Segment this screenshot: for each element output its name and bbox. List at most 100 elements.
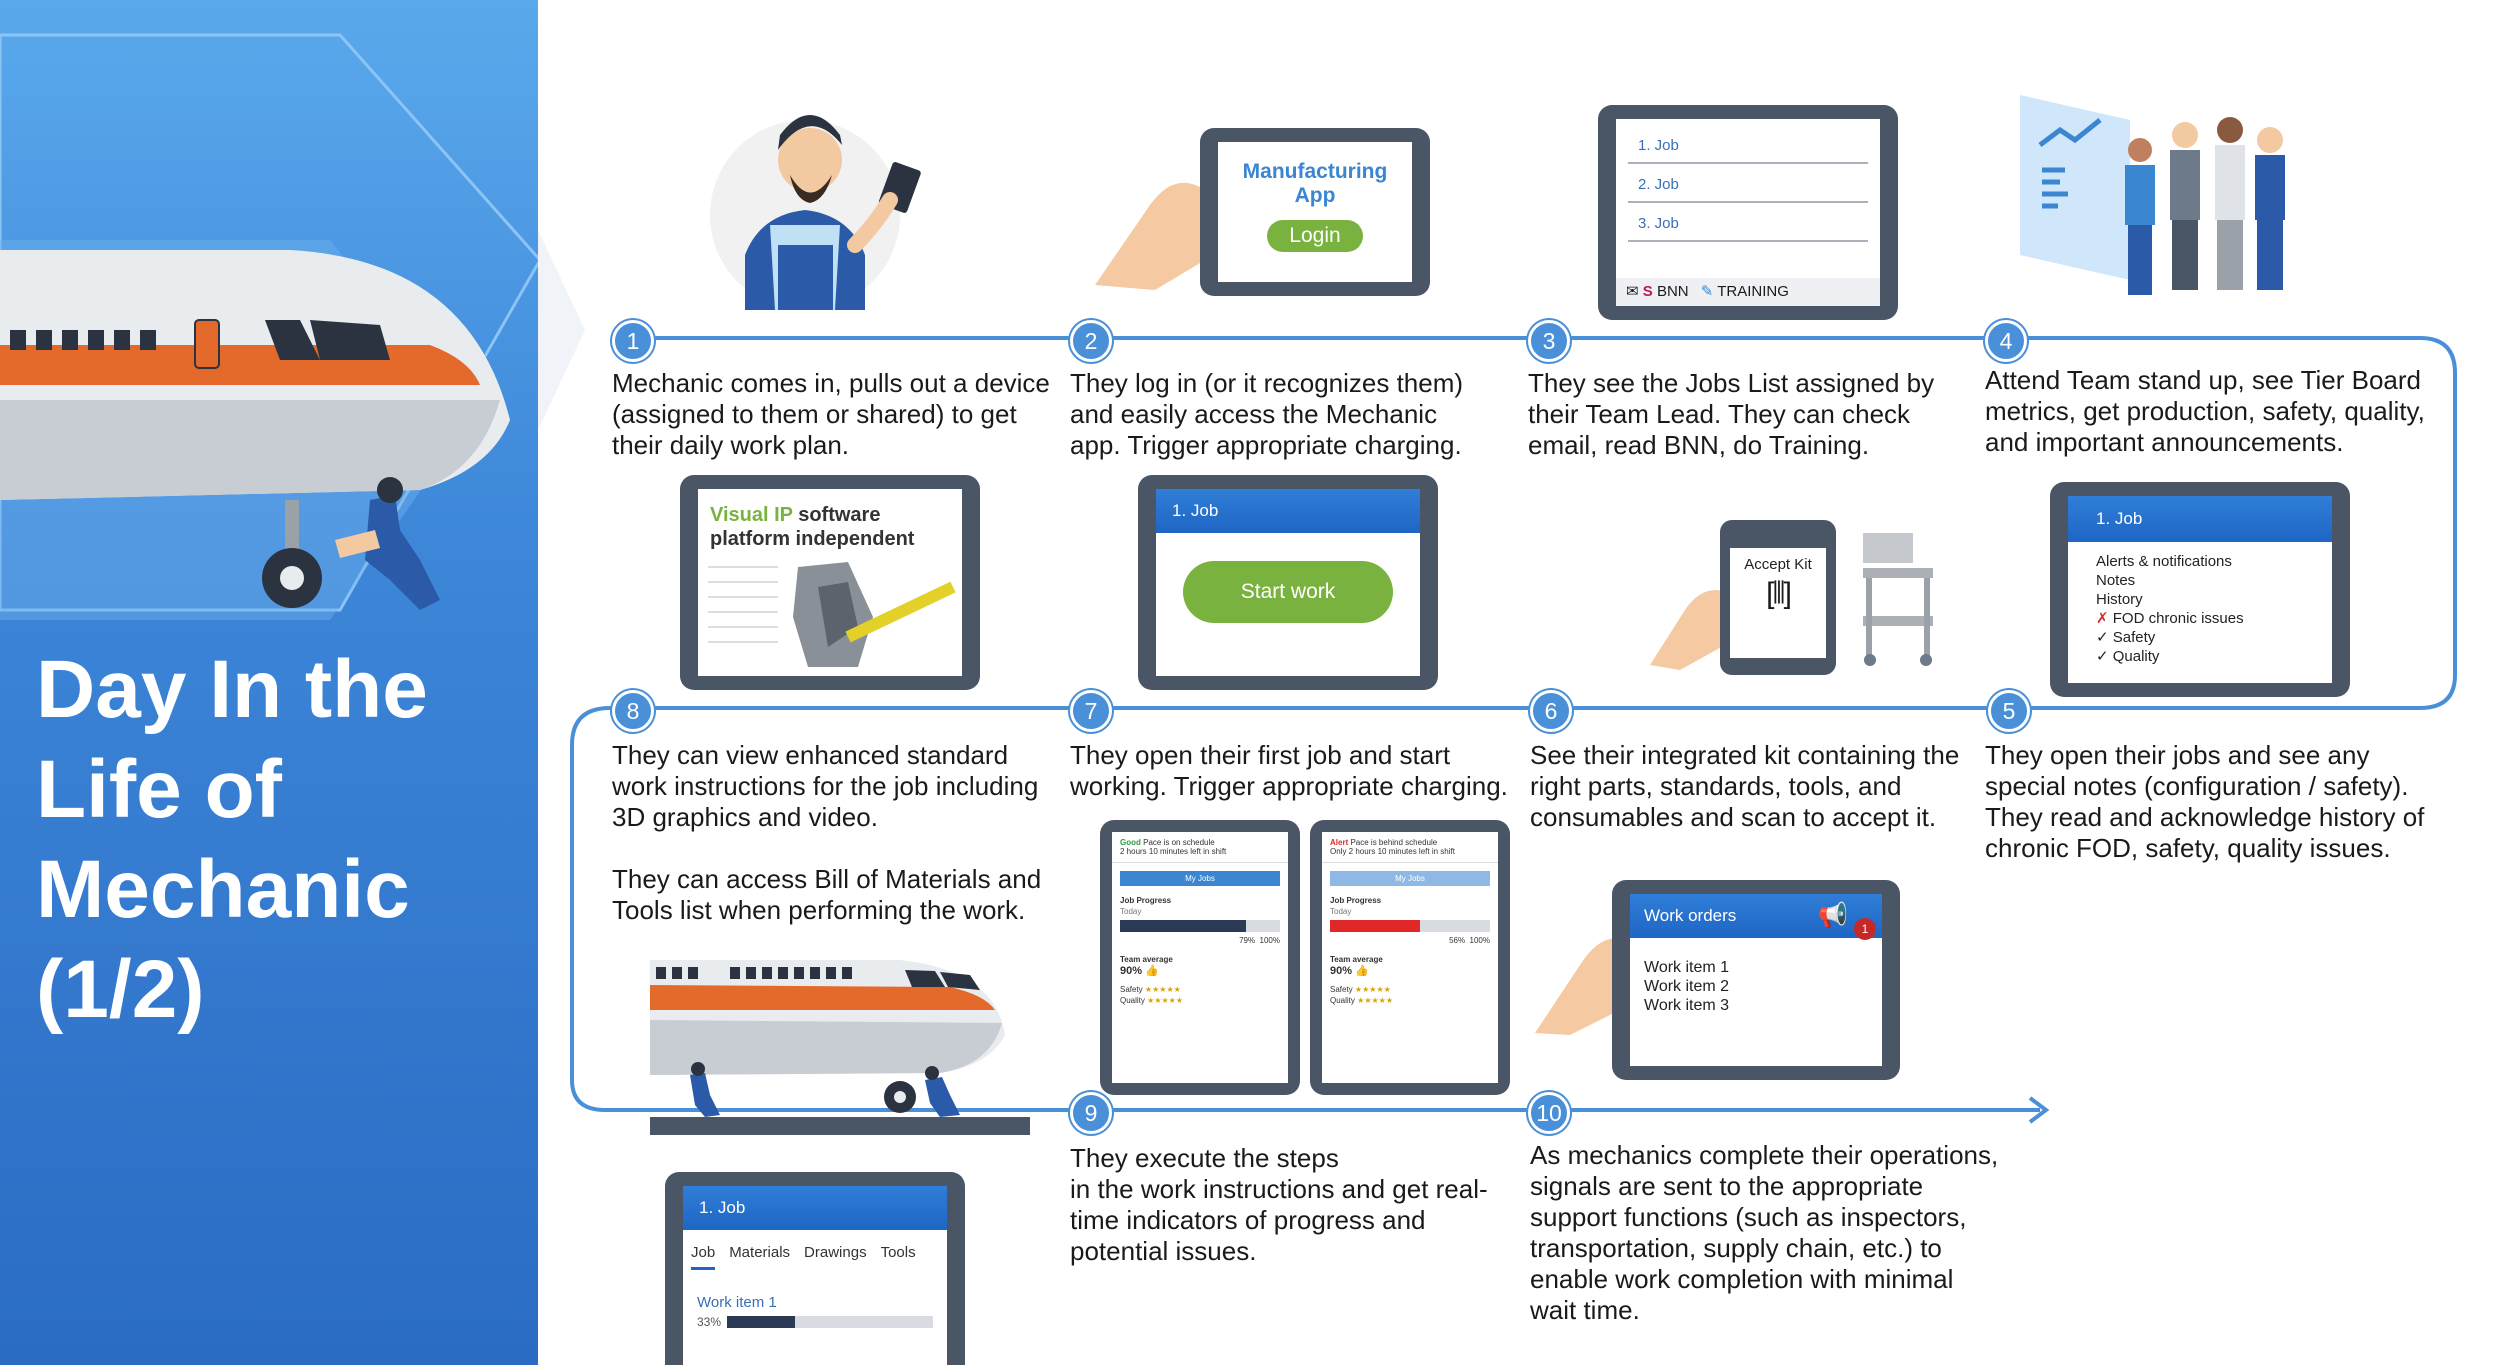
step-3-line: their Team Lead. They can check bbox=[1528, 399, 1911, 429]
job-tabs-screen: 1. Job Job Materials Drawings Tools Work… bbox=[683, 1186, 947, 1365]
visual-ip-software: software bbox=[792, 504, 881, 526]
work-item-percent: 33% bbox=[697, 1315, 722, 1329]
checkmark-icon: ✓ bbox=[2096, 648, 2109, 665]
step-2-line: and easily access the Mechanic bbox=[1070, 399, 1438, 429]
step-4-line: and important announcements. bbox=[1985, 427, 2344, 457]
step-4-number: 4 bbox=[1985, 320, 2027, 362]
quality-item[interactable]: Quality bbox=[2112, 648, 2160, 665]
work-item-title[interactable]: Work item 1 bbox=[697, 1294, 777, 1311]
job-progress-fill bbox=[1330, 920, 1420, 932]
step-8-line: Tools list when performing the work. bbox=[612, 895, 1026, 925]
safety-rating-label: Safety bbox=[1330, 985, 1353, 994]
bnn-logo-icon: S bbox=[1642, 283, 1653, 300]
training-link[interactable]: TRAINING bbox=[1717, 283, 1789, 300]
step-6-text: See their integrated kit containing the … bbox=[1530, 740, 1980, 833]
job-notes-list: Alerts & notifications Notes History ✗ F… bbox=[2068, 542, 2332, 666]
jobs-list-item[interactable]: 2. Job bbox=[1628, 164, 1868, 203]
my-jobs-tab[interactable]: My Jobs bbox=[1330, 871, 1490, 886]
airplane-illustration bbox=[0, 33, 538, 620]
work-item[interactable]: Work item 2 bbox=[1644, 978, 1730, 995]
megaphone-icon[interactable]: 📢 bbox=[1818, 902, 1848, 929]
work-orders-tablet: Work orders 📢 1 Work item 1 Work item 2 … bbox=[1612, 880, 1900, 1080]
kit-scanner-screen: Accept Kit [⦀] bbox=[1730, 548, 1826, 658]
job-tabs-bar: Job Materials Drawings Tools bbox=[683, 1230, 947, 1276]
jobs-list-screen: 1. Job 2. Job 3. Job ✉ S BNN ✎ TRAINING bbox=[1616, 119, 1880, 306]
work-orders-header: Work orders 📢 1 bbox=[1630, 894, 1882, 940]
step-3-text: They see the Jobs List assigned by their… bbox=[1528, 368, 1978, 461]
app-title-line-1: Manufacturing bbox=[1242, 160, 1388, 183]
step-6-line: See their integrated kit containing the bbox=[1530, 740, 1960, 770]
step-5-line: chronic FOD, safety, quality issues. bbox=[1985, 833, 2391, 863]
step-3-line: They see the Jobs List assigned by bbox=[1528, 368, 1935, 398]
step-8-line: They can access Bill of Materials and bbox=[612, 864, 1042, 894]
bnn-link[interactable]: BNN bbox=[1656, 283, 1689, 300]
step-10-line: transportation, supply chain, etc.) to bbox=[1530, 1233, 1942, 1263]
step-8-spacer bbox=[612, 833, 1062, 864]
progress-max: 100% bbox=[1469, 936, 1490, 945]
jobs-list-tablet: 1. Job 2. Job 3. Job ✉ S BNN ✎ TRAINING bbox=[1598, 105, 1898, 320]
history-item[interactable]: History bbox=[2096, 591, 2143, 608]
step-7-line: They open their first job and start bbox=[1070, 740, 1451, 770]
step-5-line: They read and acknowledge history of bbox=[1985, 802, 2425, 832]
work-item[interactable]: Work item 1 bbox=[1644, 959, 1730, 976]
work-item[interactable]: Work item 3 bbox=[1644, 997, 1730, 1014]
notes-item[interactable]: Notes bbox=[2096, 572, 2136, 589]
step-10-text: As mechanics complete their operations, … bbox=[1530, 1140, 2010, 1326]
progress-percent: 56% bbox=[1449, 936, 1466, 945]
login-button[interactable]: Login bbox=[1267, 220, 1363, 252]
safety-item[interactable]: Safety bbox=[2112, 629, 2156, 646]
jobs-list-item[interactable]: 1. Job bbox=[1628, 129, 1868, 164]
fod-chronic-issues-item[interactable]: FOD chronic issues bbox=[2112, 610, 2244, 627]
tab-materials[interactable]: Materials bbox=[729, 1244, 791, 1261]
step-9-number: 9 bbox=[1070, 1092, 1112, 1134]
step-8-line: work instructions for the job including bbox=[612, 771, 1039, 801]
tab-drawings[interactable]: Drawings bbox=[804, 1244, 867, 1261]
shift-time-left: 2 hours 10 minutes left in shift bbox=[1120, 847, 1227, 856]
team-average-label: Team average bbox=[1120, 955, 1173, 964]
step-6-line: right parts, standards, tools, and bbox=[1530, 771, 1902, 801]
job-header: 1. Job bbox=[2068, 496, 2332, 542]
work-orders-screen: Work orders 📢 1 Work item 1 Work item 2 … bbox=[1630, 894, 1882, 1066]
title-sidebar: Day In the Life of Mechanic (1/2) bbox=[0, 0, 538, 1365]
alerts-notifications-item[interactable]: Alerts & notifications bbox=[2096, 553, 2232, 570]
step-3-line: email, read BNN, do Training. bbox=[1528, 430, 1870, 460]
title-line-3: Mechanic bbox=[36, 844, 410, 935]
tab-job[interactable]: Job bbox=[691, 1244, 716, 1270]
jobs-list-item[interactable]: 3. Job bbox=[1628, 203, 1868, 242]
step-5-text: They open their jobs and see any special… bbox=[1985, 740, 2455, 864]
jobs-list-footer: ✉ S BNN ✎ TRAINING bbox=[1616, 278, 1880, 306]
job-header: 1. Job bbox=[683, 1186, 947, 1230]
my-jobs-tab[interactable]: My Jobs bbox=[1120, 871, 1280, 886]
mail-icon[interactable]: ✉ bbox=[1626, 283, 1639, 300]
job-notes-tablet: 1. Job Alerts & notifications Notes Hist… bbox=[2050, 482, 2350, 697]
step-1-number: 1 bbox=[612, 320, 654, 362]
step-8-text: They can view enhanced standard work ins… bbox=[612, 740, 1062, 926]
progress-percent: 79% bbox=[1239, 936, 1256, 945]
step-8-number: 8 bbox=[612, 690, 654, 732]
parts-cart-icon bbox=[1863, 533, 1933, 666]
tab-tools[interactable]: Tools bbox=[880, 1244, 916, 1261]
step-5-number: 5 bbox=[1988, 690, 2030, 732]
work-item-progress: 33% bbox=[683, 1311, 947, 1333]
step-9-line: potential issues. bbox=[1070, 1236, 1257, 1266]
checkmark-icon: ✓ bbox=[2096, 629, 2109, 646]
job-header: 1. Job bbox=[1156, 489, 1420, 533]
plane-with-mechanics-illustration bbox=[650, 960, 1030, 1135]
today-label: Today bbox=[1120, 907, 1142, 916]
start-work-button[interactable]: Start work bbox=[1183, 561, 1393, 623]
step-2-line: They log in (or it recognizes them) bbox=[1070, 368, 1464, 398]
visual-ip-brand: Visual IP bbox=[710, 504, 793, 526]
step-9-line: in the work instructions and get real- bbox=[1070, 1174, 1488, 1204]
team-average-label: Team average bbox=[1330, 955, 1383, 964]
star-rating-icon: ★★★★★ bbox=[1357, 996, 1393, 1005]
safety-rating-label: Safety bbox=[1120, 985, 1143, 994]
job-progress-heading: Job Progress bbox=[1330, 896, 1382, 905]
step-10-line: signals are sent to the appropriate bbox=[1530, 1171, 1924, 1201]
login-screen: Manufacturing App Login bbox=[1218, 142, 1412, 282]
shift-time-left: Only 2 hours 10 minutes left in shift bbox=[1330, 847, 1455, 856]
step-2-line: app. Trigger appropriate charging. bbox=[1070, 430, 1462, 460]
step-2-text: They log in (or it recognizes them) and … bbox=[1070, 368, 1520, 461]
barcode-scan-icon[interactable]: [⦀] bbox=[1766, 577, 1792, 610]
